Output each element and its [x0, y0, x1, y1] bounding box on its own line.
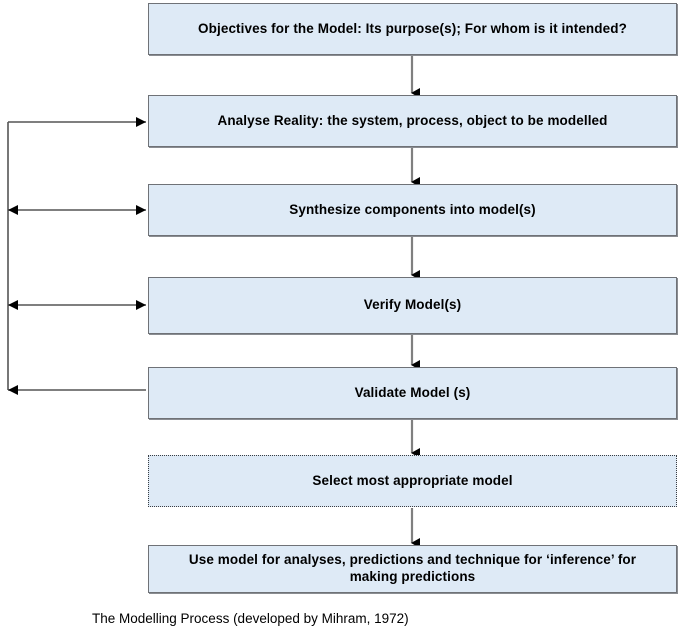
node-select-most-appropriate-model[interactable]: Select most appropriate model	[148, 455, 677, 507]
diagram-caption: The Modelling Process (developed by Mihr…	[92, 611, 409, 626]
node-objectives[interactable]: Objectives for the Model: Its purpose(s)…	[148, 3, 677, 55]
node-use-model-label-line-2: making predictions	[349, 569, 476, 584]
node-synthesize[interactable]: Synthesize components into model(s)	[148, 184, 677, 236]
node-verify[interactable]: Verify Model(s)	[148, 277, 677, 334]
node-use-model-label: Use model for analyses, predictions and …	[179, 552, 646, 586]
node-objectives-label: Objectives for the Model: Its purpose(s)…	[198, 20, 627, 36]
node-select-label: Select most appropriate model	[312, 472, 513, 488]
node-validate-label: Validate Model (s)	[354, 384, 471, 400]
node-verify-label: Verify Model(s)	[363, 297, 462, 313]
node-use-model-label-line-1: Use model for analyses, predictions and …	[188, 552, 637, 568]
node-synthesize-label: Synthesize components into model(s)	[289, 201, 536, 217]
node-analyse-reality[interactable]: Analyse Reality: the system, process, ob…	[148, 95, 677, 147]
node-use-model[interactable]: Use model for analyses, predictions and …	[148, 545, 677, 593]
node-analyse-reality-label: Analyse Reality: the system, process, ob…	[217, 112, 608, 128]
node-validate[interactable]: Validate Model (s)	[148, 367, 677, 419]
